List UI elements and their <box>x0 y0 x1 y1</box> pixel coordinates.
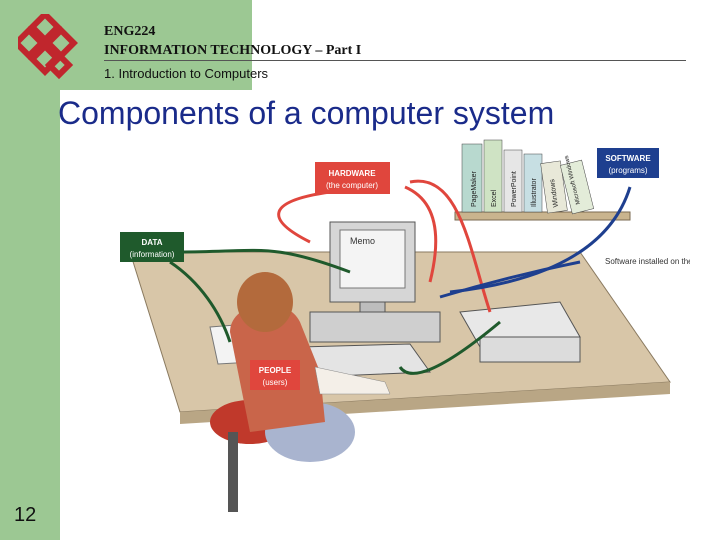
hardware-arrow <box>404 185 438 283</box>
header-band <box>60 0 252 90</box>
course-code: ENG224 <box>104 24 156 39</box>
people-label: PEOPLE <box>259 366 292 375</box>
data-arrow <box>179 248 351 274</box>
header-rule <box>104 60 686 61</box>
software-arrow <box>449 186 632 294</box>
course-heading: ENG224 INFORMATION TECHNOLOGY – Part I <box>104 22 361 60</box>
shelf <box>454 211 631 221</box>
computer-system-illustration: PageMaker Excel PowerPoint Illustrator W… <box>120 139 690 512</box>
system-unit <box>309 311 441 343</box>
book-powerpoint: PowerPoint <box>511 171 518 207</box>
course-title: INFORMATION TECHNOLOGY – Part I <box>104 43 362 58</box>
software-label: SOFTWARE <box>605 154 651 163</box>
hardware-label-box <box>315 162 390 194</box>
people-sub: (users) <box>263 378 288 387</box>
book-excel: Excel <box>491 189 498 207</box>
monitor-text: Memo <box>350 236 375 246</box>
left-sidebar <box>0 0 60 540</box>
data-label: DATA <box>141 238 162 247</box>
monitor: Memo <box>329 221 416 313</box>
software-label-box <box>597 148 659 178</box>
book-pagemaker: PageMaker <box>471 171 478 207</box>
printer <box>459 301 581 363</box>
hardware-label: HARDWARE <box>328 169 376 178</box>
software-sub: (programs) <box>608 166 647 175</box>
books <box>461 139 595 215</box>
software-installed-text: Software installed on the computer <box>605 257 690 266</box>
book-windows: Windows <box>549 178 560 208</box>
page-number: 12 <box>14 504 37 526</box>
chapter-subtitle: 1. Introduction to Computers <box>104 66 269 81</box>
slide-title: Components of a computer system <box>58 95 555 131</box>
people-label-box <box>250 360 300 390</box>
book-illustrator: Illustrator <box>531 178 538 207</box>
data-label-box <box>120 232 184 262</box>
data-sub: (information) <box>130 250 175 259</box>
university-logo <box>18 14 78 80</box>
hardware-sub: (the computer) <box>326 181 378 190</box>
